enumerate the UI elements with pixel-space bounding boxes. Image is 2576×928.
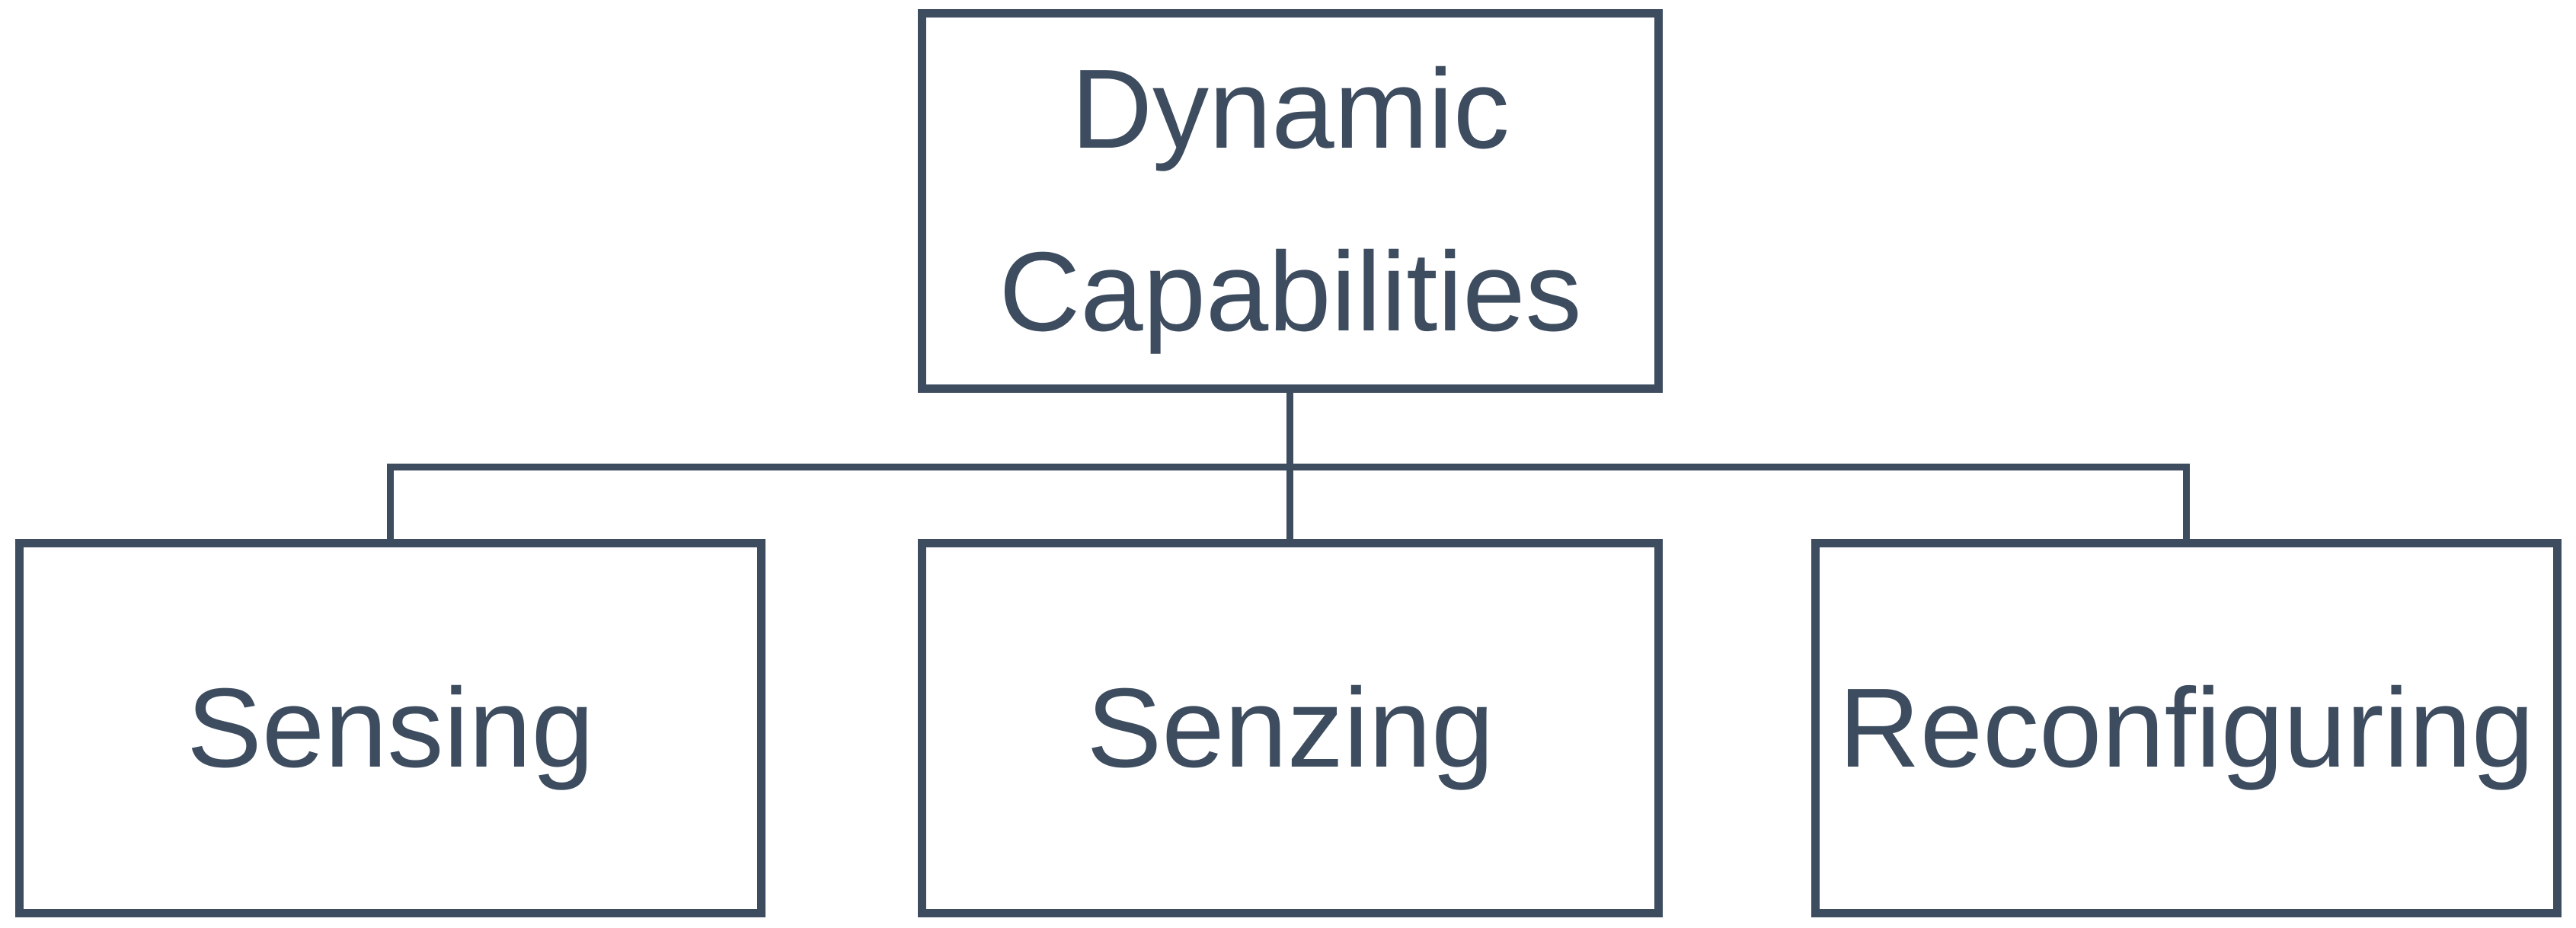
- node-senzing: Senzing: [918, 539, 1663, 917]
- node-dynamic-capabilities: Dynamic Capabilities: [918, 9, 1663, 393]
- node-reconfiguring: Reconfiguring: [1811, 539, 2562, 917]
- node-sensing-label: Sensing: [187, 665, 594, 791]
- connector-drop-senzing: [1286, 464, 1293, 539]
- node-senzing-label: Senzing: [1086, 665, 1494, 791]
- node-reconfiguring-label: Reconfiguring: [1838, 665, 2535, 791]
- connector-drop-sensing: [387, 464, 394, 539]
- connector-root-stem: [1286, 393, 1293, 470]
- connector-drop-reconfiguring: [2183, 464, 2190, 539]
- node-sensing: Sensing: [15, 539, 765, 917]
- node-dynamic-capabilities-label: Dynamic Capabilities: [999, 46, 1582, 355]
